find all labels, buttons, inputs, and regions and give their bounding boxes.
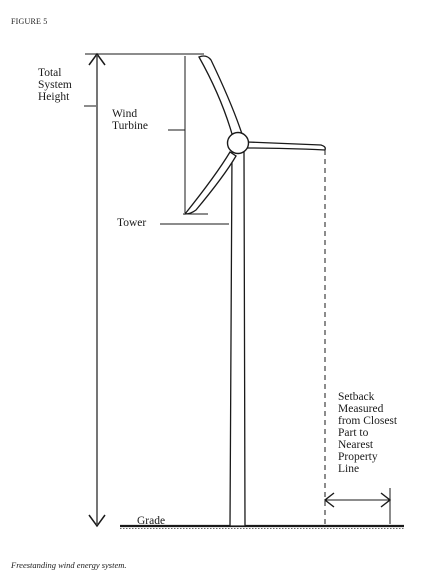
rotor-hub	[226, 131, 250, 155]
grade-ground-line	[120, 524, 404, 529]
wind-turbine-label: Wind Turbine	[112, 108, 148, 132]
tower-label: Tower	[117, 217, 147, 229]
figure-label: FIGURE 5	[11, 17, 48, 26]
figure-caption: Freestanding wind energy system.	[11, 560, 127, 570]
rotor-blades	[183, 55, 326, 215]
total-height-dimension	[84, 52, 204, 528]
wind-turbine-bracket	[168, 56, 208, 215]
tower	[229, 151, 246, 527]
setback-label: Setback Measured from Closest Part to Ne…	[338, 391, 398, 475]
total-system-height-label: Total System Height	[38, 67, 72, 103]
setback-dimension	[323, 488, 392, 524]
grade-label: Grade	[137, 515, 166, 527]
